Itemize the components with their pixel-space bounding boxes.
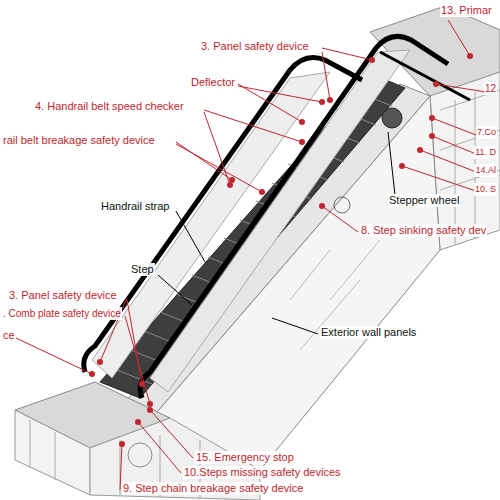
part-label: Step [130, 263, 155, 276]
callout-label: ce [2, 329, 16, 342]
callout-label: . Comb plate safety device [2, 307, 122, 320]
callout-label: 13. Primar [440, 4, 493, 17]
callout-label: 7.Co [476, 126, 497, 139]
callout-label: 15. Emergency stop [195, 451, 295, 464]
callout-label: 12 [484, 82, 497, 95]
callout-label: 3. Panel safety device [200, 40, 310, 53]
part-label: Handrail strap [100, 200, 170, 213]
callout-label: 9. Step chain breakage safety device [122, 482, 304, 495]
callout-label: Deflector [190, 76, 236, 89]
callout-label: 14.Al [474, 164, 497, 177]
callout-label: 10.Steps missing safety devices [183, 466, 342, 479]
callout-label: 11. D [474, 146, 497, 159]
part-label: Stepper wheel [388, 194, 460, 207]
callout-label: 8. Step sinking safety dev [360, 224, 487, 237]
part-label: Exterior wall panels [320, 326, 417, 339]
callout-label: 10. S [474, 183, 497, 196]
callout-label: 4. Handrail belt speed checker [34, 100, 185, 113]
callout-label: rail belt breakage safety device [2, 134, 156, 147]
callout-label: 3. Panel safety device [8, 289, 118, 302]
